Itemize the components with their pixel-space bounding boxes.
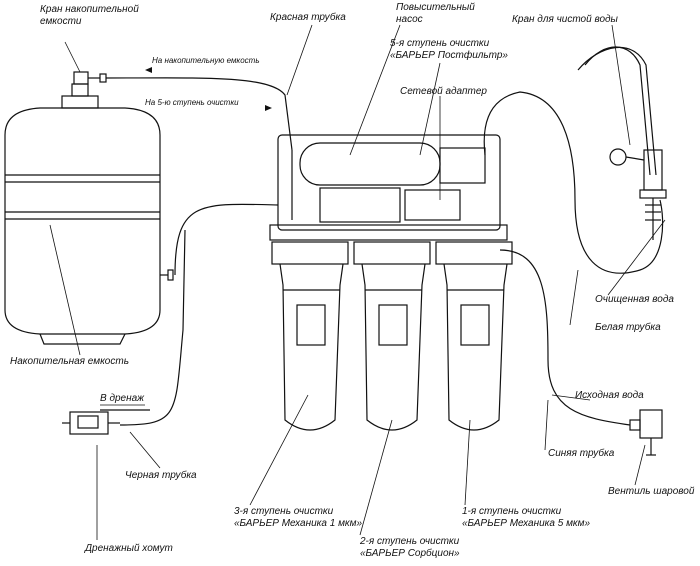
blue-tube-label: Синяя трубка xyxy=(548,448,615,459)
purified-water-label: Очищенная вода xyxy=(595,294,674,305)
storage-tank-label: Накопительная емкость xyxy=(10,356,129,367)
black-tube-label: Черная трубка xyxy=(125,470,197,481)
ro-unit-drawing xyxy=(269,134,508,241)
flow-arrows xyxy=(145,67,272,111)
storage-tank-drawing xyxy=(4,71,174,345)
red-tube-label: Красная трубка xyxy=(270,12,346,23)
filter-housings xyxy=(271,241,513,431)
clean-water-tap-label: Кран для чистой воды xyxy=(512,14,618,25)
tubes xyxy=(100,77,664,426)
white-tube-label: Белая трубка xyxy=(595,322,661,333)
to-storage-tank-label: На накопительную емкость xyxy=(152,56,260,65)
drain-clamp-drawing xyxy=(62,411,120,435)
stage5-label: 5-я ступень очистки «БАРЬЕР Постфильтр» xyxy=(390,38,508,61)
clean-water-tap-drawing xyxy=(577,46,667,240)
source-water-label: Исходная вода xyxy=(575,390,644,401)
booster-pump-label: Повысительный насос xyxy=(396,2,475,25)
ball-valve-drawing xyxy=(629,409,663,456)
stage3-label: 3-я ступень очистки «БАРЬЕР Механика 1 м… xyxy=(234,506,363,529)
drain-clamp-label: Дренажный хомут xyxy=(85,543,173,554)
ball-valve-label: Вентиль шаровой xyxy=(608,486,695,497)
storage-tap-label: Кран накопительной емкости xyxy=(40,4,139,27)
stage1-label: 1-я ступень очистки «БАРЬЕР Механика 5 м… xyxy=(462,506,591,529)
power-adapter-label: Сетевой адаптер xyxy=(400,86,487,97)
to-stage5-label: На 5-ю ступень очистки xyxy=(145,98,239,107)
to-drain-label: В дренаж xyxy=(100,393,145,404)
stage2-label: 2-я ступень очистки «БАРЬЕР Сорбцион» xyxy=(360,536,460,559)
leader-lines xyxy=(49,24,666,540)
